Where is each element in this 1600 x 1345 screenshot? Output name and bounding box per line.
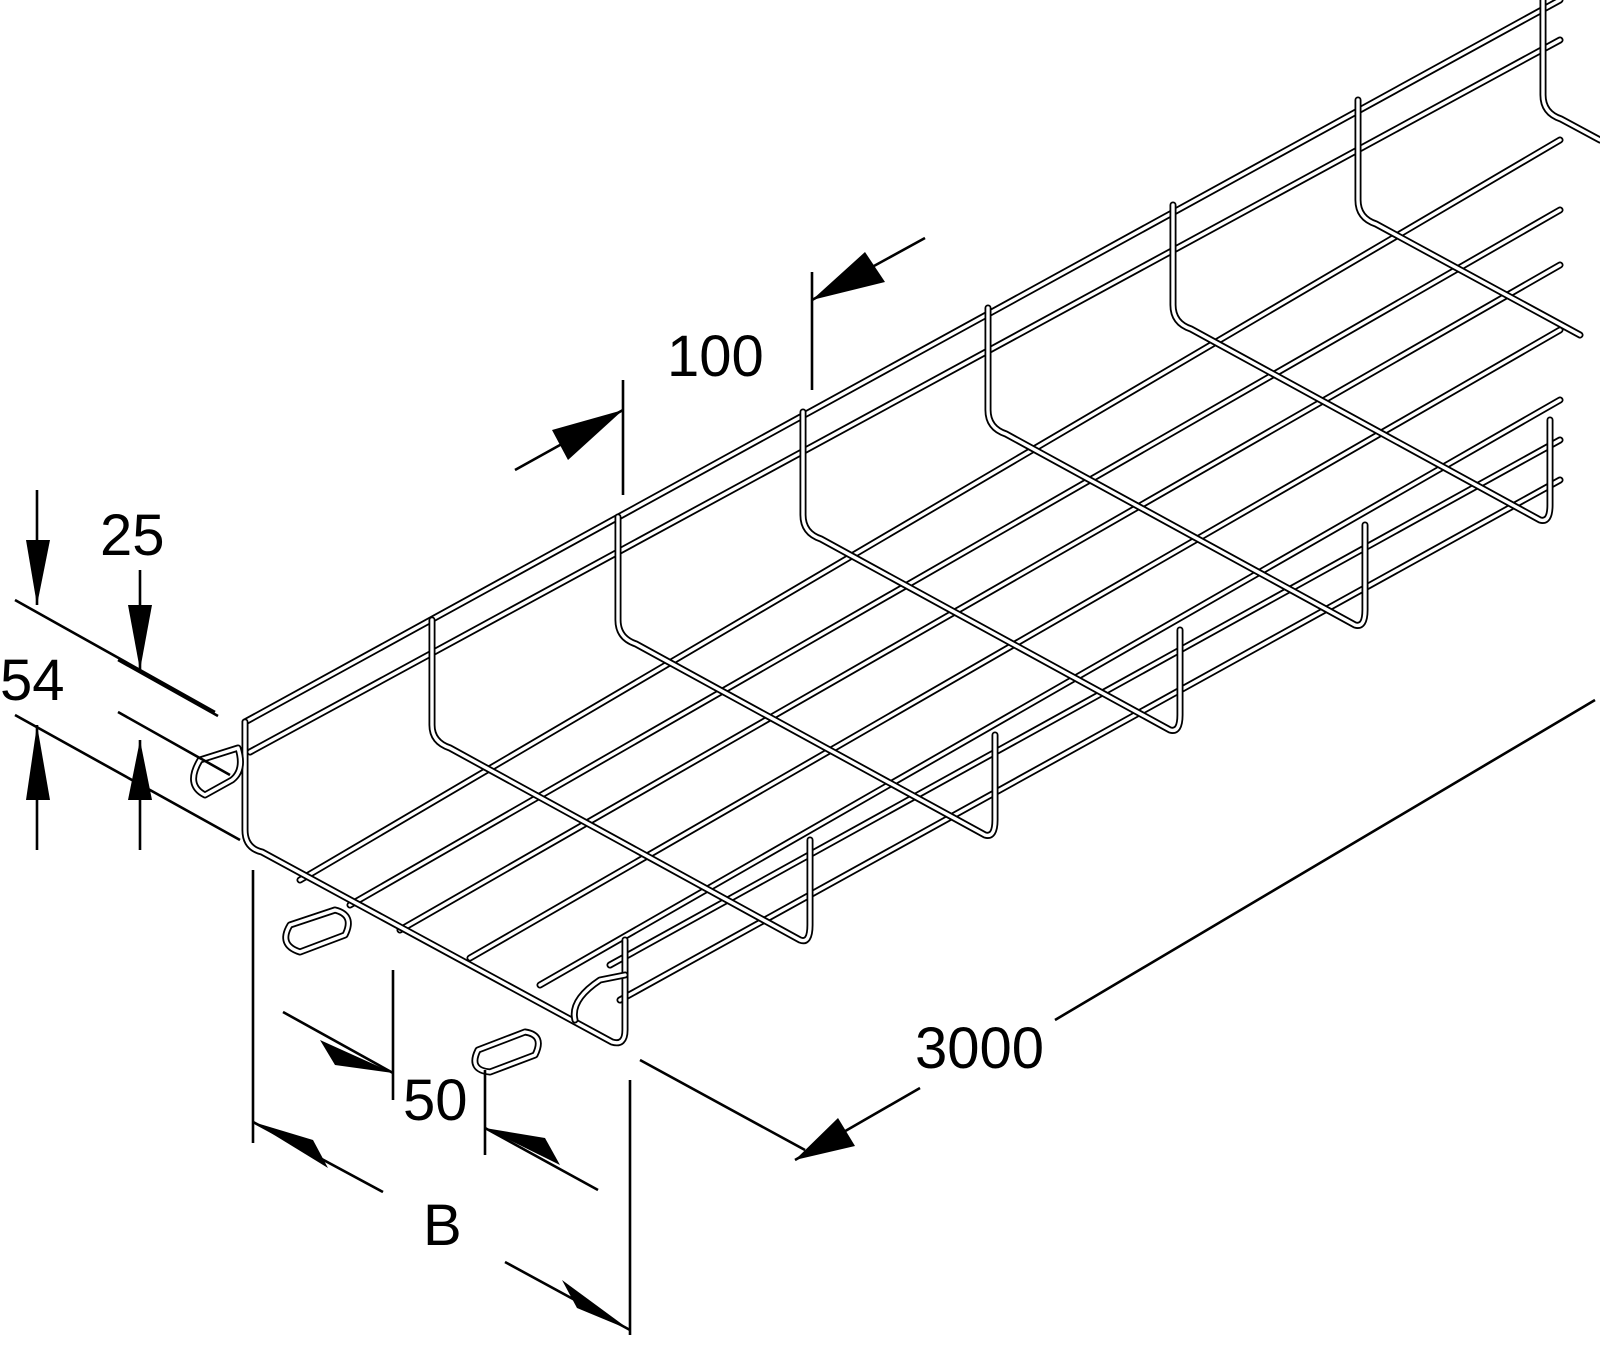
dim-width [251, 870, 632, 1335]
longitudinal-wires [241, 0, 1564, 1004]
label-height-inner: 25 [100, 503, 165, 568]
tray-wireframe [190, 0, 1600, 1076]
label-mesh-pitch-width: 50 [403, 1068, 468, 1133]
label-height-outer: 54 [0, 648, 65, 713]
label-mesh-pitch-length: 100 [667, 324, 764, 389]
dim-pitch-length [514, 236, 926, 495]
label-width: B [423, 1193, 462, 1258]
arrow-left-icon [795, 1118, 855, 1160]
arrow-left-icon [812, 252, 885, 300]
arrow-right-icon [552, 410, 623, 460]
arrow-left-icon [485, 1128, 560, 1165]
arrow-left-icon [253, 1122, 328, 1168]
arrow-down-icon [26, 540, 50, 605]
dimension-lines [14, 236, 1596, 1335]
connector-clips [190, 744, 629, 1076]
label-length: 3000 [915, 1016, 1044, 1081]
dim-length [639, 698, 1596, 1162]
arrow-right-icon [562, 1280, 630, 1330]
arrow-up-icon [128, 740, 152, 800]
dim-height [14, 490, 241, 850]
arrow-right-icon [320, 1040, 393, 1073]
arrow-up-icon [26, 725, 50, 800]
dimension-labels: 54 25 100 50 B 3000 [0, 324, 1044, 1258]
arrow-down-icon [128, 605, 152, 670]
cross-wires [241, 0, 1600, 1047]
